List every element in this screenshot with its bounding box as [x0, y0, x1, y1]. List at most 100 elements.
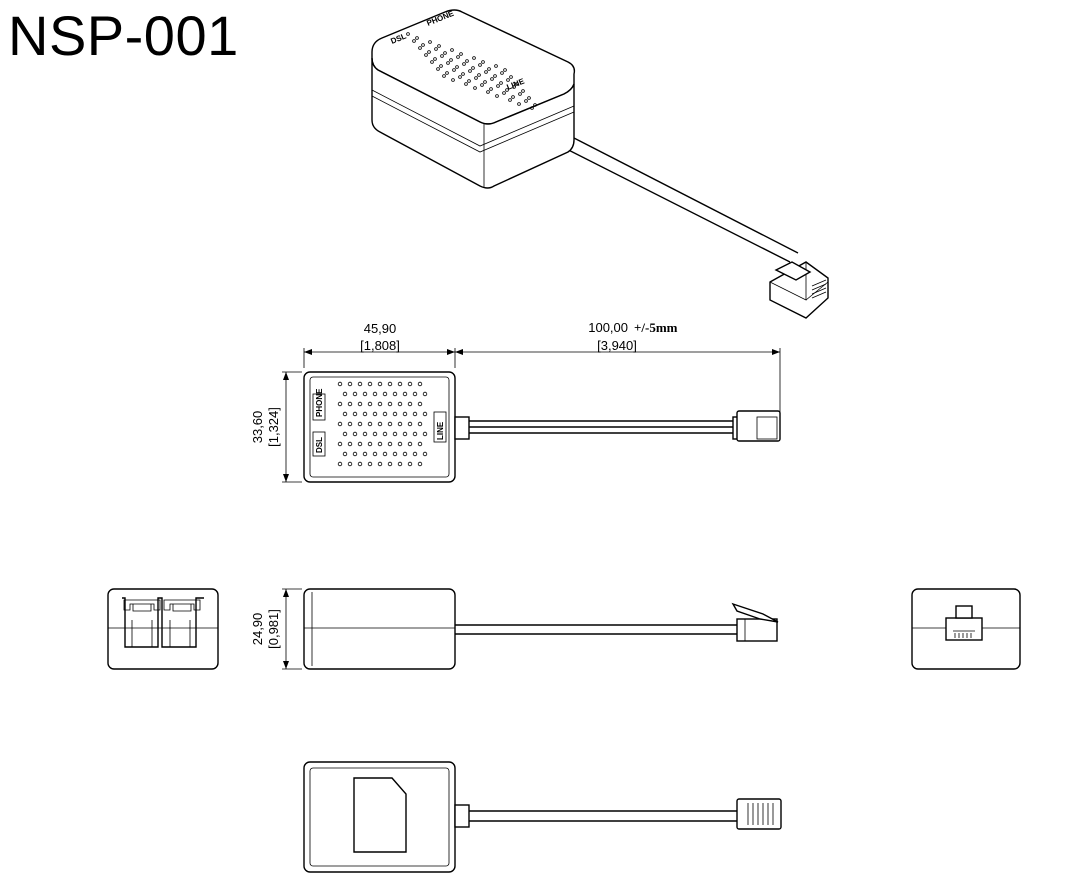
vent-hole — [450, 48, 454, 52]
vent-hole — [480, 83, 484, 87]
height-in-label: [1,324] — [266, 407, 281, 447]
vent-hole — [397, 401, 403, 407]
vent-hole — [456, 55, 460, 59]
vent-hole — [509, 75, 513, 79]
vent-hole — [422, 451, 428, 457]
vent-hole — [362, 431, 368, 437]
vent-hole — [387, 441, 393, 447]
end-view-line — [911, 588, 1021, 670]
vent-hole — [392, 451, 398, 457]
vent-hole — [367, 381, 373, 387]
vent-hole — [337, 461, 343, 467]
vent-hole — [347, 421, 353, 427]
vent-hole — [417, 461, 423, 467]
vent-hole — [347, 441, 353, 447]
vent-hole — [377, 381, 383, 387]
vent-hole — [481, 60, 485, 64]
vent-hole — [422, 431, 428, 437]
cable-length-mm-label: 100,00 — [588, 320, 628, 335]
bottom-view — [303, 761, 782, 873]
vent-hole — [436, 67, 440, 71]
vent-hole — [422, 391, 428, 397]
vent-hole — [427, 50, 431, 54]
vent-hole — [422, 411, 428, 417]
vent-hole — [493, 74, 497, 78]
vent-hole — [437, 44, 441, 48]
vent-hole — [397, 461, 403, 467]
vent-hole — [387, 421, 393, 427]
top-view: 45,90 [1,808] 100,00 +/-5mm [3,940] 33,6… — [250, 320, 781, 483]
vent-hole — [397, 381, 403, 387]
vent-hole — [347, 381, 353, 387]
vent-hole — [377, 421, 383, 427]
vent-hole — [407, 381, 413, 387]
vent-hole — [511, 95, 515, 99]
vent-hole — [465, 59, 469, 63]
vent-hole — [412, 39, 416, 43]
top-label-line: LINE — [436, 421, 445, 440]
vent-hole — [515, 82, 519, 86]
isometric-view: PHONE DSL LINE — [371, 9, 829, 319]
vent-hole — [483, 80, 487, 84]
vent-hole — [337, 421, 343, 427]
vent-hole — [440, 54, 444, 58]
vent-hole — [517, 102, 521, 106]
width-in-label: [1,808] — [360, 338, 400, 353]
depth-mm-label: 24,90 — [250, 613, 265, 646]
vent-hole — [392, 391, 398, 397]
vent-hole — [496, 84, 500, 88]
vent-hole — [415, 36, 419, 40]
vent-hole — [407, 401, 413, 407]
vent-hole — [433, 57, 437, 61]
vent-hole — [362, 411, 368, 417]
vent-hole — [337, 401, 343, 407]
vent-hole — [486, 90, 490, 94]
vent-hole — [502, 91, 506, 95]
vent-hole — [357, 441, 363, 447]
vent-hole — [477, 73, 481, 77]
vent-hole — [417, 421, 423, 427]
vent-hole — [464, 82, 468, 86]
vent-hole — [445, 71, 449, 75]
vent-hole — [462, 62, 466, 66]
vent-hole — [382, 431, 388, 437]
vent-hole — [533, 103, 537, 107]
vent-hole — [417, 381, 423, 387]
vent-hole — [352, 391, 358, 397]
vent-hole — [500, 71, 504, 75]
vent-hole — [412, 411, 418, 417]
vent-hole — [382, 391, 388, 397]
vent-hole — [518, 92, 522, 96]
part-number-title: NSP-001 — [8, 4, 239, 67]
vent-hole — [407, 441, 413, 447]
vent-hole — [487, 67, 491, 71]
vent-hole — [495, 94, 499, 98]
vent-hole — [412, 451, 418, 457]
vent-hole — [397, 421, 403, 427]
end-view-ports — [107, 588, 219, 670]
vent-hole — [446, 61, 450, 65]
vent-hole — [442, 74, 446, 78]
vent-hole — [342, 431, 348, 437]
vent-hole — [512, 85, 516, 89]
vent-hole — [521, 89, 525, 93]
vent-hole — [406, 32, 410, 36]
side-view: 24,90 [0,981] — [250, 588, 779, 670]
vent-hole — [494, 64, 498, 68]
vent-hole — [377, 401, 383, 407]
vent-hole — [402, 431, 408, 437]
vent-hole — [347, 401, 353, 407]
vent-hole — [430, 60, 434, 64]
vent-hole — [461, 72, 465, 76]
vent-hole — [377, 441, 383, 447]
vent-hole — [458, 75, 462, 79]
vent-hole — [352, 411, 358, 417]
vent-hole — [530, 106, 534, 110]
vent-hole — [508, 98, 512, 102]
vent-hole — [451, 78, 455, 82]
vent-hole — [452, 68, 456, 72]
vent-hole — [372, 431, 378, 437]
vent-hole — [357, 401, 363, 407]
vent-hole — [342, 391, 348, 397]
